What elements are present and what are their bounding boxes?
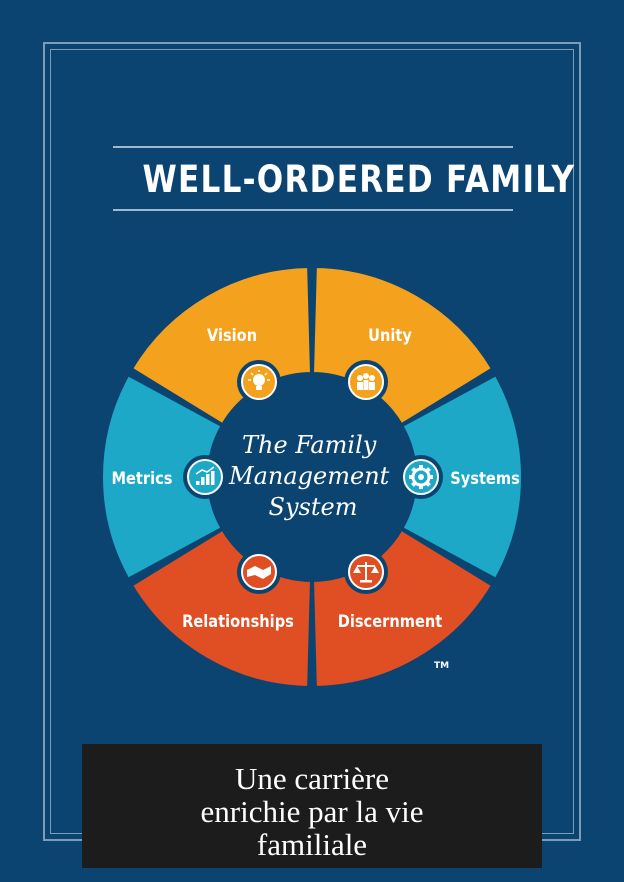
caption-line-2: enrichie par la vie: [200, 794, 424, 829]
caption-overlay: Une carrière enrichie par la vie familia…: [82, 744, 542, 868]
wheel-center: [209, 374, 415, 580]
label-vision: Vision: [207, 325, 257, 345]
caption-line-1: Une carrière: [234, 761, 390, 796]
bar-chart-icon: [183, 455, 227, 499]
center-line-1: The Family: [242, 431, 377, 459]
scales-icon: [344, 550, 388, 594]
label-discernment: Discernment: [338, 611, 443, 631]
people-icon: [344, 360, 388, 404]
label-metrics: Metrics: [111, 468, 172, 488]
handshake-icon: [237, 550, 281, 594]
title-rule-bottom: [113, 209, 513, 211]
label-relationships: Relationships: [182, 611, 294, 631]
trademark-mark: TM: [434, 661, 449, 671]
lightbulb-icon: [237, 360, 281, 404]
title-rule-top: [113, 146, 513, 148]
center-line-3: System: [269, 493, 358, 521]
gear-icon: [399, 455, 443, 499]
center-line-2: Management: [228, 462, 390, 490]
label-unity: Unity: [368, 325, 412, 345]
caption-line-3: familiale: [256, 827, 368, 862]
label-systems: Systems: [450, 468, 520, 488]
center-title: The Family Management System: [228, 431, 397, 521]
